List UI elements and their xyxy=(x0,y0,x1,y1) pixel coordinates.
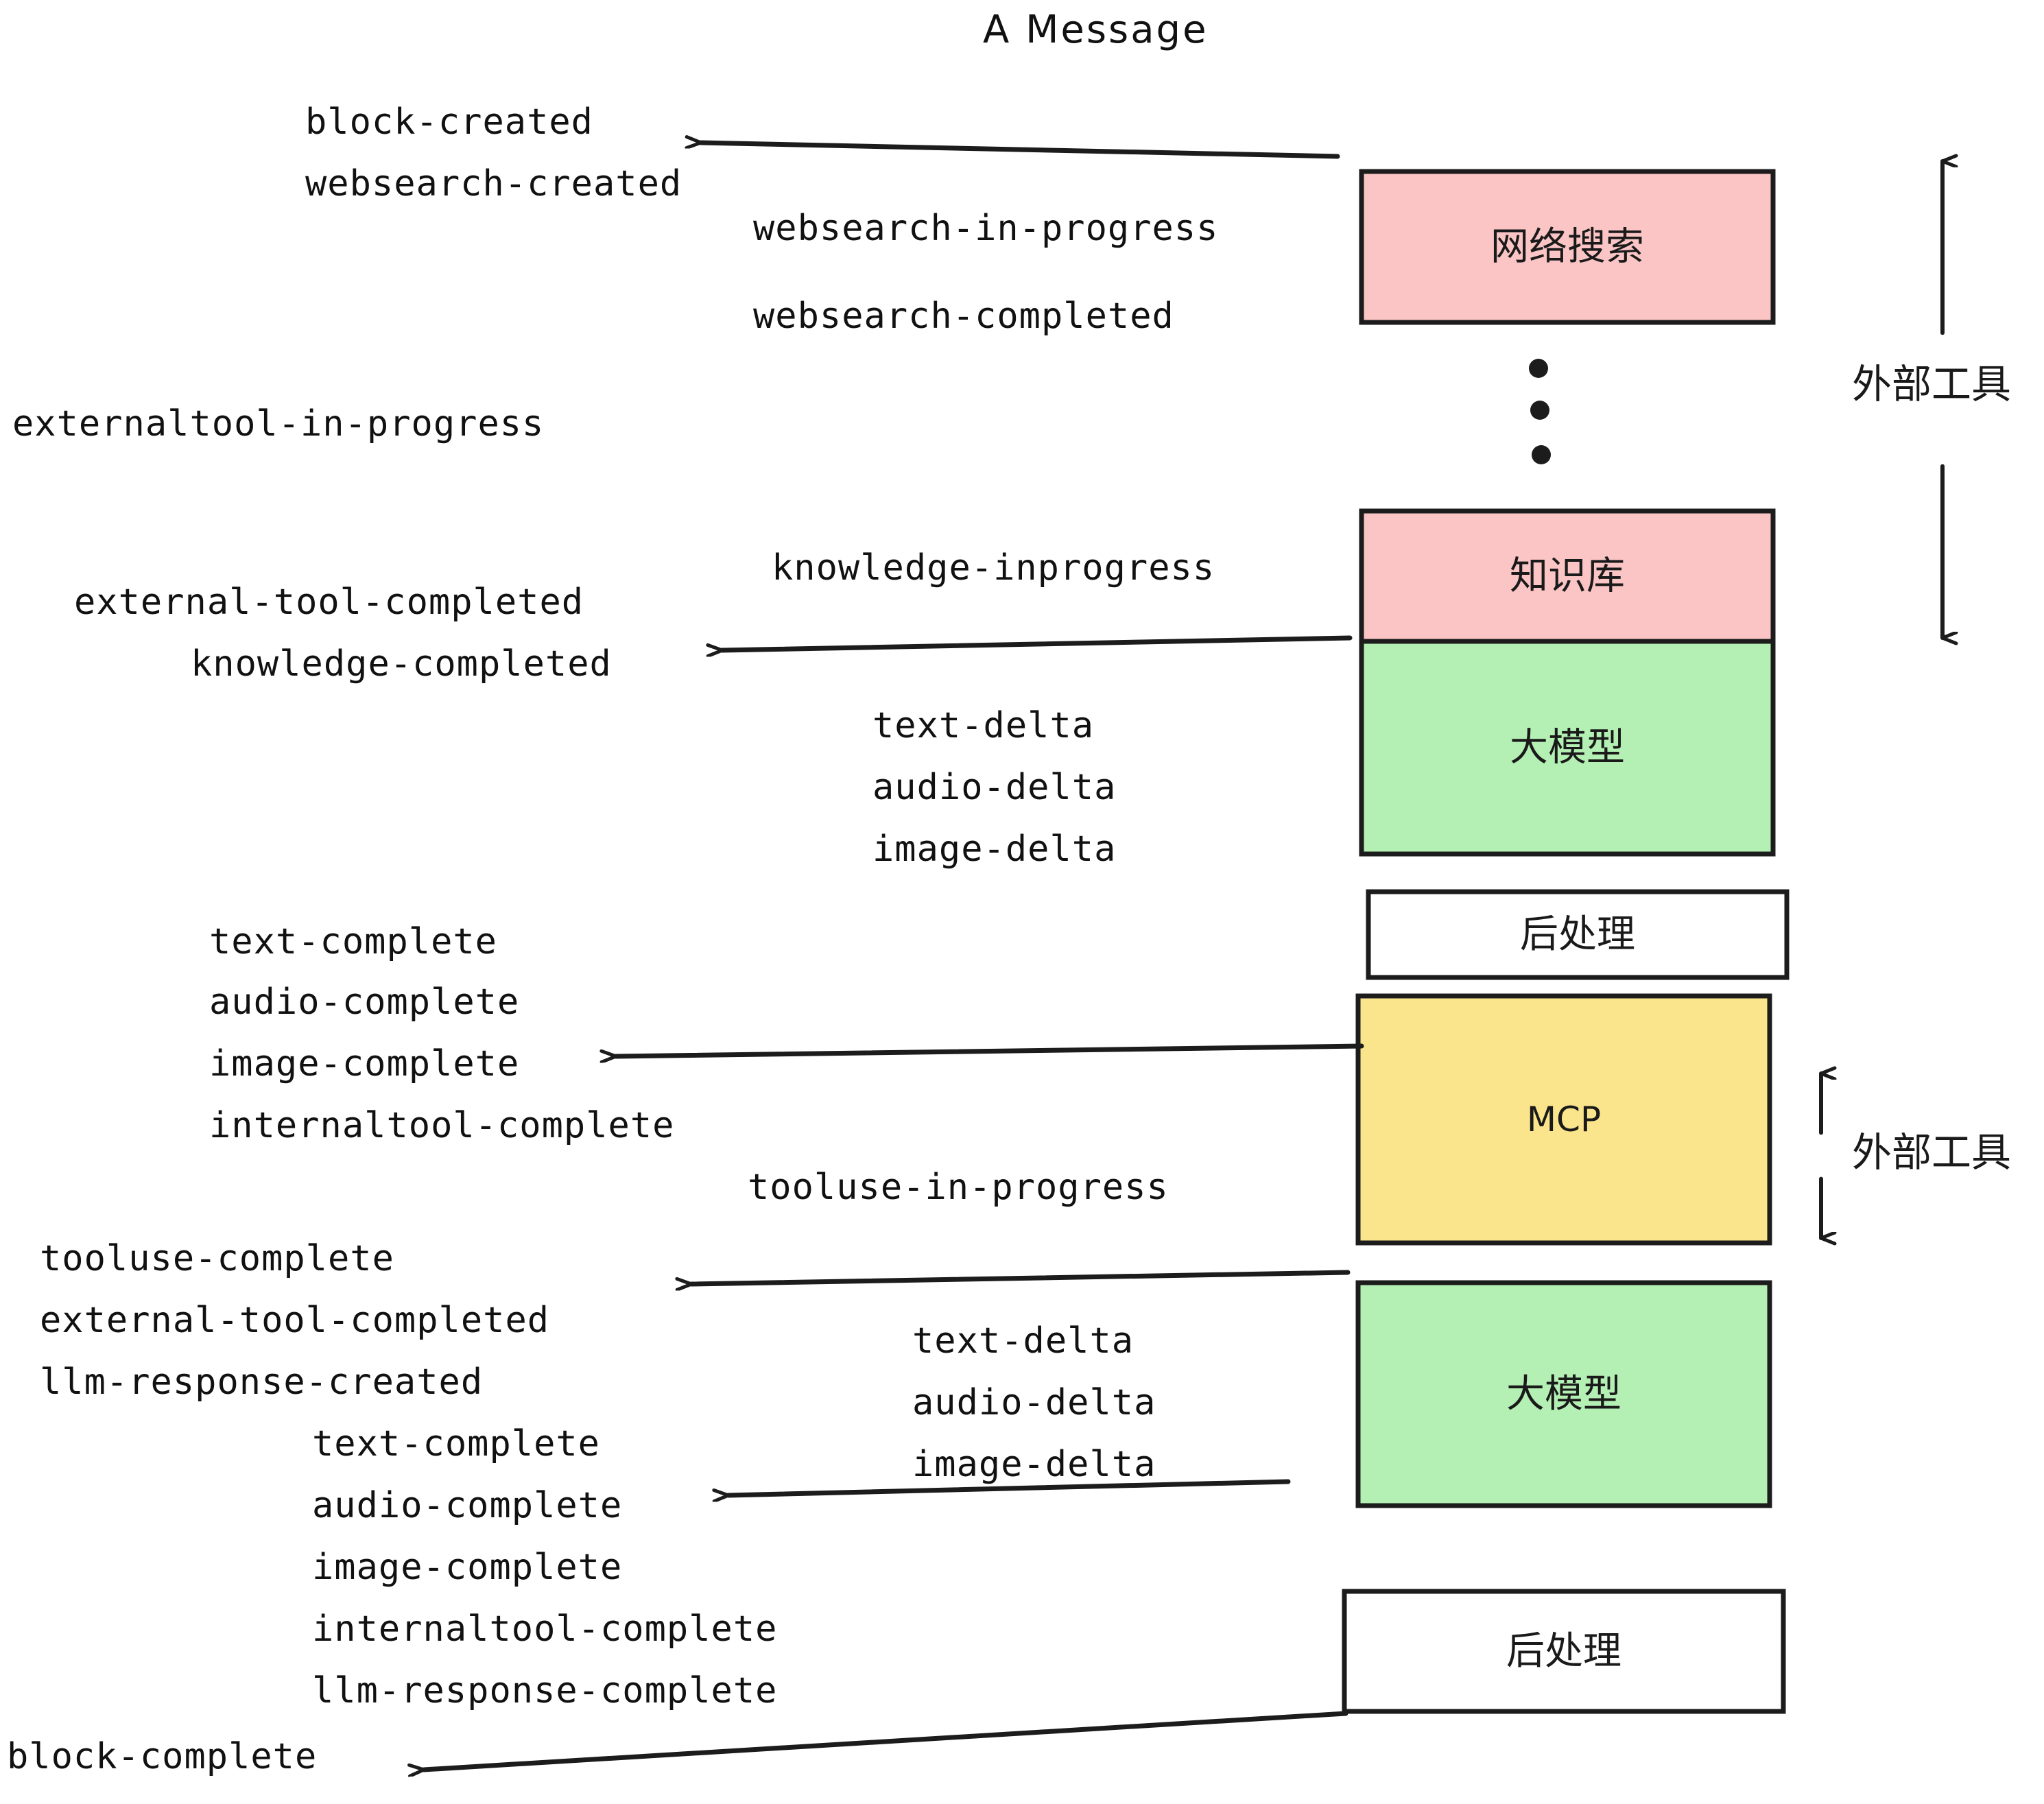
page-title: A Message xyxy=(983,8,1209,52)
event-label-audio-delta-2: audio-delta xyxy=(912,1382,1156,1423)
arrow-audio-complete xyxy=(728,1479,1291,1495)
external-tool-brackets xyxy=(1819,161,1942,1238)
dot-1 xyxy=(1529,359,1548,378)
box-shape-knowledge xyxy=(1359,508,1776,644)
side-label-external-tools-bottom: 外部工具 xyxy=(1852,1129,2011,1176)
event-label-text-delta-2: text-delta xyxy=(912,1320,1134,1362)
event-label-websearch-in-progress: websearch-in-progress xyxy=(753,208,1218,249)
event-label-externaltool-in-progress: externaltool-in-progress xyxy=(12,403,544,444)
arrow-tooluse-complete xyxy=(691,1270,1351,1284)
box-label-websearch: 网络搜索 xyxy=(1490,225,1644,270)
event-label-text-delta-1: text-delta xyxy=(872,705,1094,746)
event-label-audio-complete-2: audio-complete xyxy=(312,1485,622,1526)
arrow-block-complete xyxy=(424,1711,1348,1770)
box-shape-postproc-top xyxy=(1366,889,1790,980)
box-shape-postproc-bottom xyxy=(1342,1589,1786,1714)
box-shape-llm-top xyxy=(1359,639,1776,857)
event-label-internaltool-complete-2: internaltool-complete xyxy=(312,1609,777,1650)
event-label-external-tool-completed: external-tool-completed xyxy=(74,582,584,623)
flow-arrows xyxy=(424,143,1364,1770)
box-shape-websearch xyxy=(1359,169,1776,325)
box-shape-llm-bottom xyxy=(1355,1280,1772,1508)
event-label-image-complete-1: image-complete xyxy=(209,1043,519,1084)
event-label-image-delta-2: image-delta xyxy=(912,1444,1156,1485)
event-label-websearch-completed: websearch-completed xyxy=(753,296,1174,337)
box-mcp[interactable]: MCP xyxy=(1355,993,1772,1246)
event-label-image-complete-2: image-complete xyxy=(312,1547,622,1588)
event-label-knowledge-inprogress: knowledge-inprogress xyxy=(772,547,1215,589)
box-shape-mcp xyxy=(1355,993,1772,1246)
event-label-block-complete: block-complete xyxy=(7,1736,317,1777)
box-label-llm-top: 大模型 xyxy=(1510,726,1625,770)
box-llm-bottom[interactable]: 大模型 xyxy=(1355,1280,1772,1508)
box-label-llm-bottom: 大模型 xyxy=(1506,1372,1621,1416)
arrow-knowledge-completed xyxy=(722,635,1353,650)
event-label-tooluse-in-progress: tooluse-in-progress xyxy=(748,1167,1169,1208)
event-label-image-delta-1: image-delta xyxy=(872,829,1116,870)
box-websearch[interactable]: 网络搜索 xyxy=(1359,169,1776,325)
event-label-audio-delta-1: audio-delta xyxy=(872,767,1116,808)
box-llm-top[interactable]: 大模型 xyxy=(1359,639,1776,857)
dot-3 xyxy=(1532,445,1551,464)
arrow-block-created xyxy=(701,143,1340,159)
event-label-block-created: block-created xyxy=(305,102,593,143)
event-label-llm-response-complete: llm-response-complete xyxy=(312,1670,777,1711)
side-label-external-tools-top: 外部工具 xyxy=(1852,361,2011,407)
arrow-image-complete xyxy=(616,1043,1364,1056)
box-postproc-bottom[interactable]: 后处理 xyxy=(1342,1589,1786,1714)
event-label-text-complete-2: text-complete xyxy=(312,1423,600,1464)
box-knowledge[interactable]: 知识库 xyxy=(1359,508,1776,644)
event-label-internaltool-complete-1: internaltool-complete xyxy=(209,1105,674,1146)
box-postproc-top[interactable]: 后处理 xyxy=(1366,889,1790,980)
event-label-tooluse-complete: tooluse-complete xyxy=(40,1238,394,1279)
event-label-text-complete-1: text-complete xyxy=(209,921,497,962)
dot-2 xyxy=(1530,401,1549,420)
event-label-audio-complete-1: audio-complete xyxy=(209,982,519,1023)
event-label-llm-response-created: llm-response-created xyxy=(40,1362,483,1403)
box-label-postproc-top: 后处理 xyxy=(1520,912,1635,957)
vertical-ellipsis xyxy=(1529,359,1551,464)
box-label-knowledge: 知识库 xyxy=(1510,554,1625,599)
box-label-postproc-bottom: 后处理 xyxy=(1506,1629,1621,1674)
event-label-external-tool-completed-2: external-tool-completed xyxy=(40,1300,549,1341)
box-label-mcp: MCP xyxy=(1527,1100,1601,1139)
event-label-knowledge-completed: knowledge-completed xyxy=(191,643,612,685)
event-labels: block-created websearch-created websearch-… xyxy=(7,102,1218,1777)
event-label-websearch-created: websearch-created xyxy=(305,163,682,204)
